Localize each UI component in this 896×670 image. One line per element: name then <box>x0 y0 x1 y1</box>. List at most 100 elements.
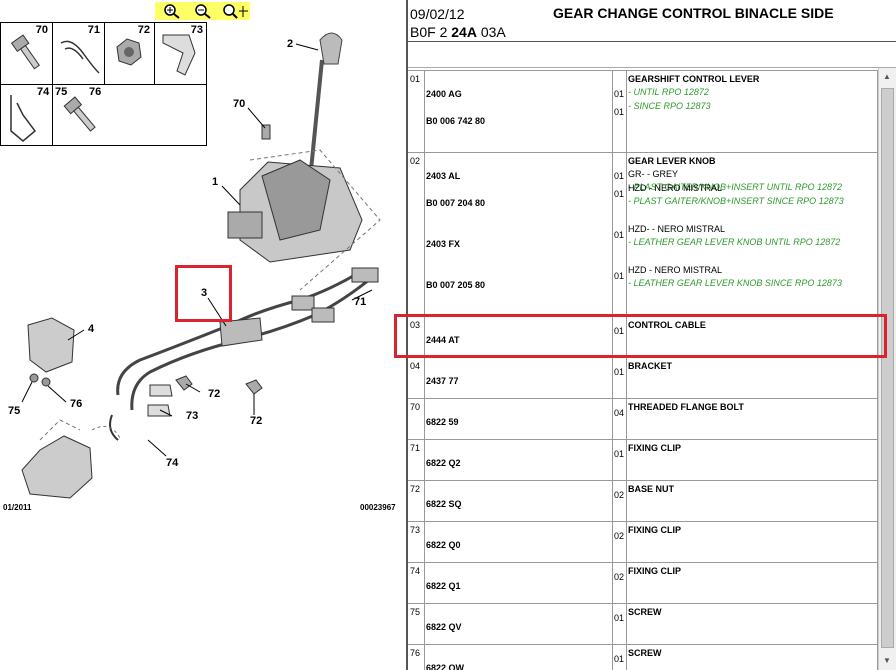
thumbnail-70[interactable]: 70 <box>1 23 53 85</box>
vertical-scrollbar[interactable]: ▲ ▼ <box>878 68 896 670</box>
part-reference[interactable]: 2403 AL <box>426 171 461 181</box>
description-cell: CONTROL CABLE <box>626 317 878 357</box>
part-quantity: 01 <box>614 449 625 459</box>
part-reference[interactable]: 6822 SQ <box>426 499 462 509</box>
part-description: BASE NUT <box>628 484 675 494</box>
part-variant: GR- - GREY <box>628 169 679 179</box>
thumbnail-72[interactable]: 72 <box>105 23 155 85</box>
zoom-fit-icon[interactable] <box>221 3 249 19</box>
selected-row-highlight <box>394 314 887 358</box>
description-cell: FIXING CLIP <box>626 563 878 603</box>
callout-71: 71 <box>354 296 367 308</box>
row-number: 75 <box>410 607 421 617</box>
part-quantity: 02 <box>614 490 625 500</box>
quantity-cell: 04 <box>612 399 627 439</box>
quantity-cell: 01 <box>612 317 627 357</box>
part-description: THREADED FLANGE BOLT <box>628 402 744 412</box>
zoom-out-icon[interactable] <box>192 3 214 19</box>
part-quantity: 01 <box>614 654 625 664</box>
part-reference[interactable]: 6822 59 <box>426 417 459 427</box>
callout-70: 70 <box>233 98 246 110</box>
part-reference[interactable]: 6822 Q2 <box>426 458 461 468</box>
callout-3: 3 <box>201 287 208 299</box>
fixing-clip-icon <box>162 34 196 76</box>
scroll-up-icon[interactable]: ▲ <box>883 72 891 81</box>
part-quantity: 01 <box>614 189 625 199</box>
part-variant: HZD - NERO MISTRAL <box>628 265 723 275</box>
thumbnail-73[interactable]: 73 <box>155 23 207 85</box>
page-title: GEAR CHANGE CONTROL BINACLE SIDE <box>553 5 834 21</box>
part-note: - UNTIL RPO 12872 <box>628 87 709 97</box>
row-number-cell: 74 <box>408 563 425 603</box>
scroll-down-icon[interactable]: ▼ <box>883 656 891 665</box>
row-number: 73 <box>410 525 421 535</box>
thumbnail-75-76[interactable]: 75 76 <box>53 85 207 146</box>
spring-clip-icon <box>10 95 37 142</box>
zoom-in-icon[interactable] <box>161 3 183 19</box>
part-reference[interactable]: 2400 AG <box>426 89 462 99</box>
part-quantity: 02 <box>614 531 625 541</box>
row-number: 01 <box>410 74 421 84</box>
part-reference[interactable]: 6822 Q1 <box>426 581 461 591</box>
thumbnail-74[interactable]: 74 <box>1 85 53 146</box>
description-cell: GEARSHIFT CONTROL LEVER - UNTIL RPO 12872… <box>626 71 878 152</box>
description-cell: BRACKET <box>626 358 878 398</box>
part-reference[interactable]: B0 006 742 80 <box>426 116 486 126</box>
description-cell: SCREW <box>626 604 878 644</box>
part-quantity: 04 <box>614 408 625 418</box>
callout-1: 1 <box>212 176 219 188</box>
row-number: 76 <box>410 648 421 658</box>
nut-icon <box>116 38 142 66</box>
callout-4: 4 <box>88 323 95 335</box>
part-quantity: 01 <box>614 89 625 99</box>
description-cell: THREADED FLANGE BOLT <box>626 399 878 439</box>
row-number-cell: 71 <box>408 440 425 480</box>
part-description: GEAR LEVER KNOB <box>628 156 716 166</box>
thumbnail-71[interactable]: 71 <box>53 23 105 85</box>
part-reference[interactable]: 2444 AT <box>426 335 460 345</box>
row-number: 02 <box>410 156 421 166</box>
quantity-cell: 02 <box>612 481 627 521</box>
part-quantity: 01 <box>614 326 625 336</box>
part-description: CONTROL CABLE <box>628 320 706 330</box>
part-reference[interactable]: 2437 77 <box>426 376 459 386</box>
row-number-cell: 73 <box>408 522 425 562</box>
header-divider-lower <box>408 67 896 68</box>
part-reference[interactable]: 6822 Q0 <box>426 540 461 550</box>
row-number-cell: 70 <box>408 399 425 439</box>
part-reference[interactable]: 6822 QV <box>426 622 462 632</box>
quantity-cell: 01 <box>612 440 627 480</box>
part-quantity: 01 <box>614 107 625 117</box>
part-reference[interactable]: 6822 QW <box>426 663 465 670</box>
part-reference[interactable]: B0 007 204 80 <box>426 198 486 208</box>
diagram-highlight-box <box>175 265 232 322</box>
callout-72b: 72 <box>250 415 263 427</box>
part-description: SCREW <box>628 607 662 617</box>
part-quantity: 02 <box>614 572 625 582</box>
part-thumbnails: 70 71 72 73 74 75 76 <box>0 22 207 146</box>
part-reference[interactable]: 2403 FX <box>426 239 461 249</box>
part-description: GEARSHIFT CONTROL LEVER <box>628 74 760 84</box>
part-description: SCREW <box>628 648 662 658</box>
part-quantity: 01 <box>614 171 625 181</box>
part-reference[interactable]: B0 007 205 80 <box>426 280 486 290</box>
row-number-cell: 76 <box>408 645 425 670</box>
table-row[interactable]: 02 2403 AL B0 007 204 80 2403 FX B0 007 205 … <box>408 152 878 316</box>
callout-75: 75 <box>8 405 21 417</box>
part-quantity: 01 <box>614 613 625 623</box>
part-quantity: 01 <box>614 230 625 240</box>
scrollbar-thumb[interactable] <box>881 88 894 648</box>
reference-cell: 6822 59 <box>424 399 613 439</box>
